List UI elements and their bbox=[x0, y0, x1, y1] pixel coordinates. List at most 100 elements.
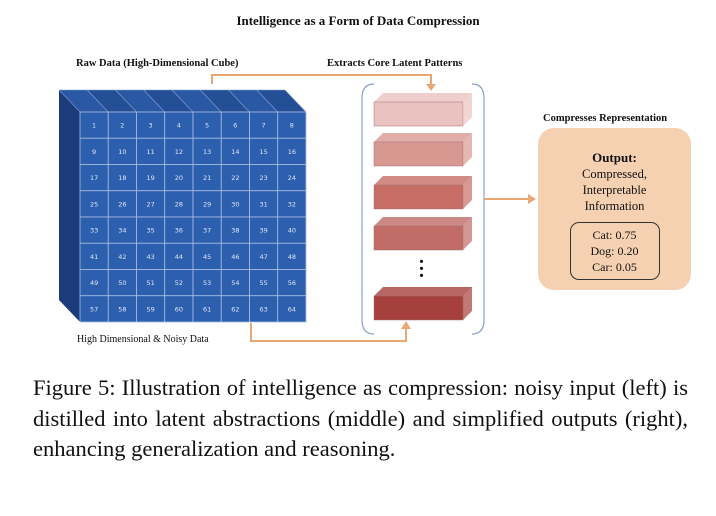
cube-cell-number: 43 bbox=[146, 253, 154, 261]
cube-cell-number: 33 bbox=[90, 227, 98, 235]
cube-cell-number: 38 bbox=[231, 227, 239, 235]
cube-cell-number: 12 bbox=[175, 148, 183, 156]
cube-cell-number: 60 bbox=[175, 305, 183, 313]
cube-cell-number: 48 bbox=[288, 253, 296, 261]
latent-block-top bbox=[374, 93, 472, 102]
cube-cell-number: 23 bbox=[259, 174, 267, 182]
cube-cell-number: 34 bbox=[118, 227, 126, 235]
cube-cell bbox=[136, 111, 166, 139]
cube-cell-number: 6 bbox=[233, 122, 237, 130]
probability-list: Cat: 0.75 Dog: 0.20 Car: 0.05 bbox=[569, 222, 660, 280]
cube-cell-number: 57 bbox=[90, 305, 98, 313]
latent-block-side bbox=[463, 176, 472, 209]
extract-label: Extracts Core Latent Patterns bbox=[327, 58, 463, 69]
cube-cell-number: 24 bbox=[288, 174, 296, 182]
cube-cell-number: 4 bbox=[177, 122, 181, 130]
prob-cat: Cat: 0.75 bbox=[592, 228, 637, 242]
cube-cell-number: 54 bbox=[231, 279, 239, 287]
cube-cell-number: 35 bbox=[146, 227, 154, 235]
cube-cell bbox=[220, 111, 250, 139]
cube-side-face bbox=[59, 90, 80, 322]
cube-cell bbox=[277, 269, 307, 297]
cube-cell-number: 52 bbox=[175, 279, 183, 287]
cube-cell-number: 20 bbox=[175, 174, 183, 182]
cube-cell bbox=[79, 295, 109, 323]
cube-cell bbox=[79, 111, 109, 139]
latent-blocks bbox=[373, 93, 472, 321]
cube-cell-number: 44 bbox=[175, 253, 183, 261]
cube-cell-number: 16 bbox=[288, 148, 296, 156]
latent-block-side bbox=[463, 133, 472, 166]
latent-block-side bbox=[463, 93, 472, 126]
output-box: Output: Compressed, Interpretable Inform… bbox=[538, 128, 691, 290]
cube-cell bbox=[107, 242, 137, 270]
cube-cell bbox=[107, 216, 137, 244]
latent-block-side bbox=[463, 217, 472, 250]
cube-cell bbox=[277, 111, 307, 139]
cube-cell-number: 37 bbox=[203, 227, 211, 235]
cube-cell-number: 50 bbox=[118, 279, 126, 287]
cube-cell-number: 11 bbox=[146, 148, 154, 156]
diagram-title: Intelligence as a Form of Data Compressi… bbox=[236, 13, 480, 28]
cube-cell-number: 8 bbox=[290, 122, 294, 130]
cube-cell-number: 53 bbox=[203, 279, 211, 287]
cube-cell bbox=[249, 216, 279, 244]
cube-cell-number: 28 bbox=[175, 200, 183, 208]
figure-caption: Figure 5: Illustration of intelligence a… bbox=[33, 375, 688, 461]
prob-dog: Dog: 0.20 bbox=[590, 244, 639, 258]
cube-cell-number: 32 bbox=[288, 200, 296, 208]
cube-cell-number: 55 bbox=[259, 279, 267, 287]
cube-cell bbox=[220, 137, 250, 165]
cube-cell-number: 47 bbox=[259, 253, 267, 261]
cube-cell bbox=[249, 111, 279, 139]
cube-cell-number: 27 bbox=[146, 200, 154, 208]
latent-block-top bbox=[374, 217, 472, 226]
cube-cell bbox=[277, 216, 307, 244]
cube-cell bbox=[192, 242, 222, 270]
cube-cell bbox=[220, 269, 250, 297]
cube-cell-number: 17 bbox=[90, 174, 98, 182]
cube-top-slabs bbox=[58, 89, 307, 113]
cube-cell-number: 36 bbox=[175, 227, 183, 235]
cube-cell-number: 19 bbox=[146, 174, 154, 182]
top-arrow-head bbox=[426, 84, 436, 91]
bottom-arrow-head bbox=[401, 321, 411, 329]
cube-cell-number: 9 bbox=[92, 148, 96, 156]
cube-cell-number: 10 bbox=[118, 148, 126, 156]
cube-cell bbox=[136, 164, 166, 192]
cube-cell bbox=[192, 216, 222, 244]
cube-cell bbox=[220, 216, 250, 244]
latent-block-top bbox=[374, 287, 472, 296]
output-line-2: Interpretable bbox=[582, 183, 647, 197]
cube-cell-number: 25 bbox=[90, 200, 98, 208]
cube-cell bbox=[192, 137, 222, 165]
output-line-3: Information bbox=[584, 199, 645, 213]
cube-cell-number: 63 bbox=[259, 305, 267, 313]
cube-cell-number: 5 bbox=[205, 122, 209, 130]
cube-cell bbox=[107, 295, 137, 323]
cube-cell bbox=[249, 242, 279, 270]
latent-block-side bbox=[463, 287, 472, 320]
cube-cell bbox=[277, 190, 307, 218]
latent-block-top bbox=[374, 176, 472, 185]
cube-cell bbox=[79, 216, 109, 244]
cube-cell-number: 13 bbox=[203, 148, 211, 156]
cube-cell-number: 41 bbox=[90, 253, 98, 261]
cube-cell-number: 22 bbox=[231, 174, 239, 182]
cube-cell-number: 42 bbox=[118, 253, 126, 261]
latent-panel-bracket-right bbox=[471, 83, 485, 335]
cube-cell-number: 40 bbox=[288, 227, 296, 235]
cube-cell-number: 51 bbox=[146, 279, 154, 287]
output-line-1: Compressed, bbox=[582, 167, 647, 181]
cube-cell bbox=[249, 190, 279, 218]
cube-cell-number: 30 bbox=[231, 200, 239, 208]
latent-block bbox=[373, 141, 464, 167]
cube-cell bbox=[277, 295, 307, 323]
cube-cell bbox=[277, 137, 307, 165]
cube-cell-number: 46 bbox=[231, 253, 239, 261]
cube-cell bbox=[136, 295, 166, 323]
prob-car: Car: 0.05 bbox=[592, 260, 637, 274]
cube-cell-number: 61 bbox=[203, 305, 211, 313]
